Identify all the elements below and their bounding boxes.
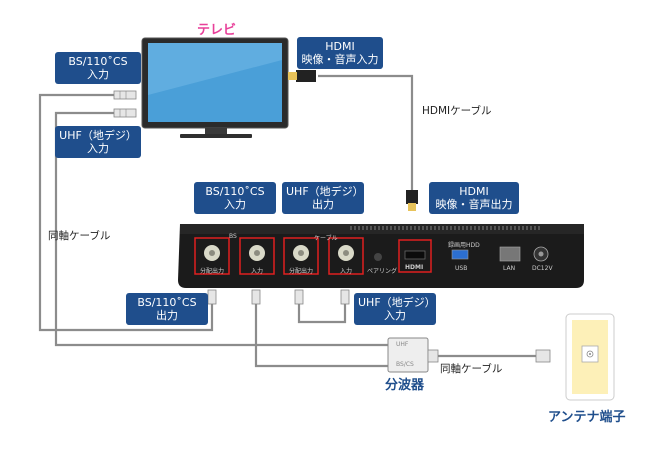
tv-title: テレビ [197,23,237,38]
cables [38,74,536,368]
antenna-plug [535,349,551,363]
antenna-terminal [565,313,615,401]
port-usb-hdd-label: 録画用HDD [448,242,480,249]
coax-cable-bs [38,93,214,332]
hdmi-input-tv-label: HDMI 映像・音声入力 [297,37,383,69]
port-bs-out-label: 分配出力 [200,268,225,275]
port-frame-uhf-out [283,237,319,275]
uhf-input-box-label: UHF（地デジ） 入力 [354,293,436,325]
port-bs-in-label: 入力 [251,268,264,275]
bs-input-box-label-line1: BS/110˚CS [205,185,265,198]
bs-input-box-label-line2: 入力 [224,198,246,211]
hdmi-output-box-label-line1: HDMI [459,185,489,198]
bs-output-box-label: BS/110˚CS 出力 [126,293,208,325]
port-frame-uhf-in [328,237,364,275]
tv-coax-connectors [113,90,137,118]
coax-cable-bs-in [254,300,388,368]
bs-output-box-label-line2: 出力 [156,309,178,322]
port-lan-label: LAN [503,265,516,272]
uhf-input-box-label-line1: UHF（地デジ） [358,296,436,309]
port-frame-bs-out [194,237,230,275]
coax-cable-left-label: 同軸ケーブル [48,230,111,242]
box-coax-plugs [207,289,350,305]
port-dc-label: DC12V [532,265,553,272]
uhf-input-tv-label-line1: UHF（地デジ） [59,129,137,142]
port-group-cable: ケーブル [314,235,338,242]
hdmi-input-tv-label-line2: 映像・音声入力 [301,53,379,66]
port-frame-bs-in [239,237,275,275]
hdmi-cable-label: HDMIケーブル [422,105,492,117]
port-uhf-out-label: 分配出力 [289,268,314,275]
port-frame-hdmi [398,239,432,273]
uhf-output-box-label: UHF（地デジ） 出力 [282,182,364,214]
box-ports [194,237,549,275]
hdmi-cable [318,74,414,192]
usb-port [451,249,469,260]
uhf-output-box-label-line1: UHF（地デジ） [286,185,364,198]
port-hdmi-label: HDMI [405,264,424,271]
splitter-mark-uhf: UHF [396,341,409,348]
port-uhf-in-label: 入力 [340,268,353,275]
coax-cable-uhf [54,111,388,347]
bs-output-box-label-line1: BS/110˚CS [137,296,197,309]
antenna-label: アンテナ端子 [548,410,626,425]
bs-input-tv-label-line2: 入力 [87,68,109,81]
uhf-output-box-label-line2: 出力 [312,198,334,211]
pairing-button [374,253,382,261]
splitter [387,337,439,373]
port-pairing-label: ペアリング [367,268,398,275]
hdmi-output-box-label: HDMI 映像・音声出力 [429,182,519,214]
coax-cable-uhf-loop [297,300,347,324]
splitter-label: 分波器 [385,378,425,393]
uhf-input-box-label-line2: 入力 [384,309,406,322]
television [141,37,289,138]
port-group-bs: BS [229,233,237,240]
bs-input-tv-label-line1: BS/110˚CS [68,55,128,68]
uhf-input-tv-label-line2: 入力 [87,142,109,155]
bs-input-box-label: BS/110˚CS 入力 [194,182,276,214]
splitter-mark-bscs: BS/CS [396,361,414,368]
hdmi-plugs [288,70,418,211]
hdmi-input-tv-label-line1: HDMI [325,40,355,53]
coax-cable-right-label: 同軸ケーブル [440,363,503,375]
lan-port [499,246,521,262]
port-usb-label: USB [455,265,468,272]
hdmi-output-box-label-line2: 映像・音声出力 [435,198,513,211]
uhf-input-tv-label: UHF（地デジ） 入力 [55,126,141,158]
bs-input-tv-label: BS/110˚CS 入力 [55,52,141,84]
